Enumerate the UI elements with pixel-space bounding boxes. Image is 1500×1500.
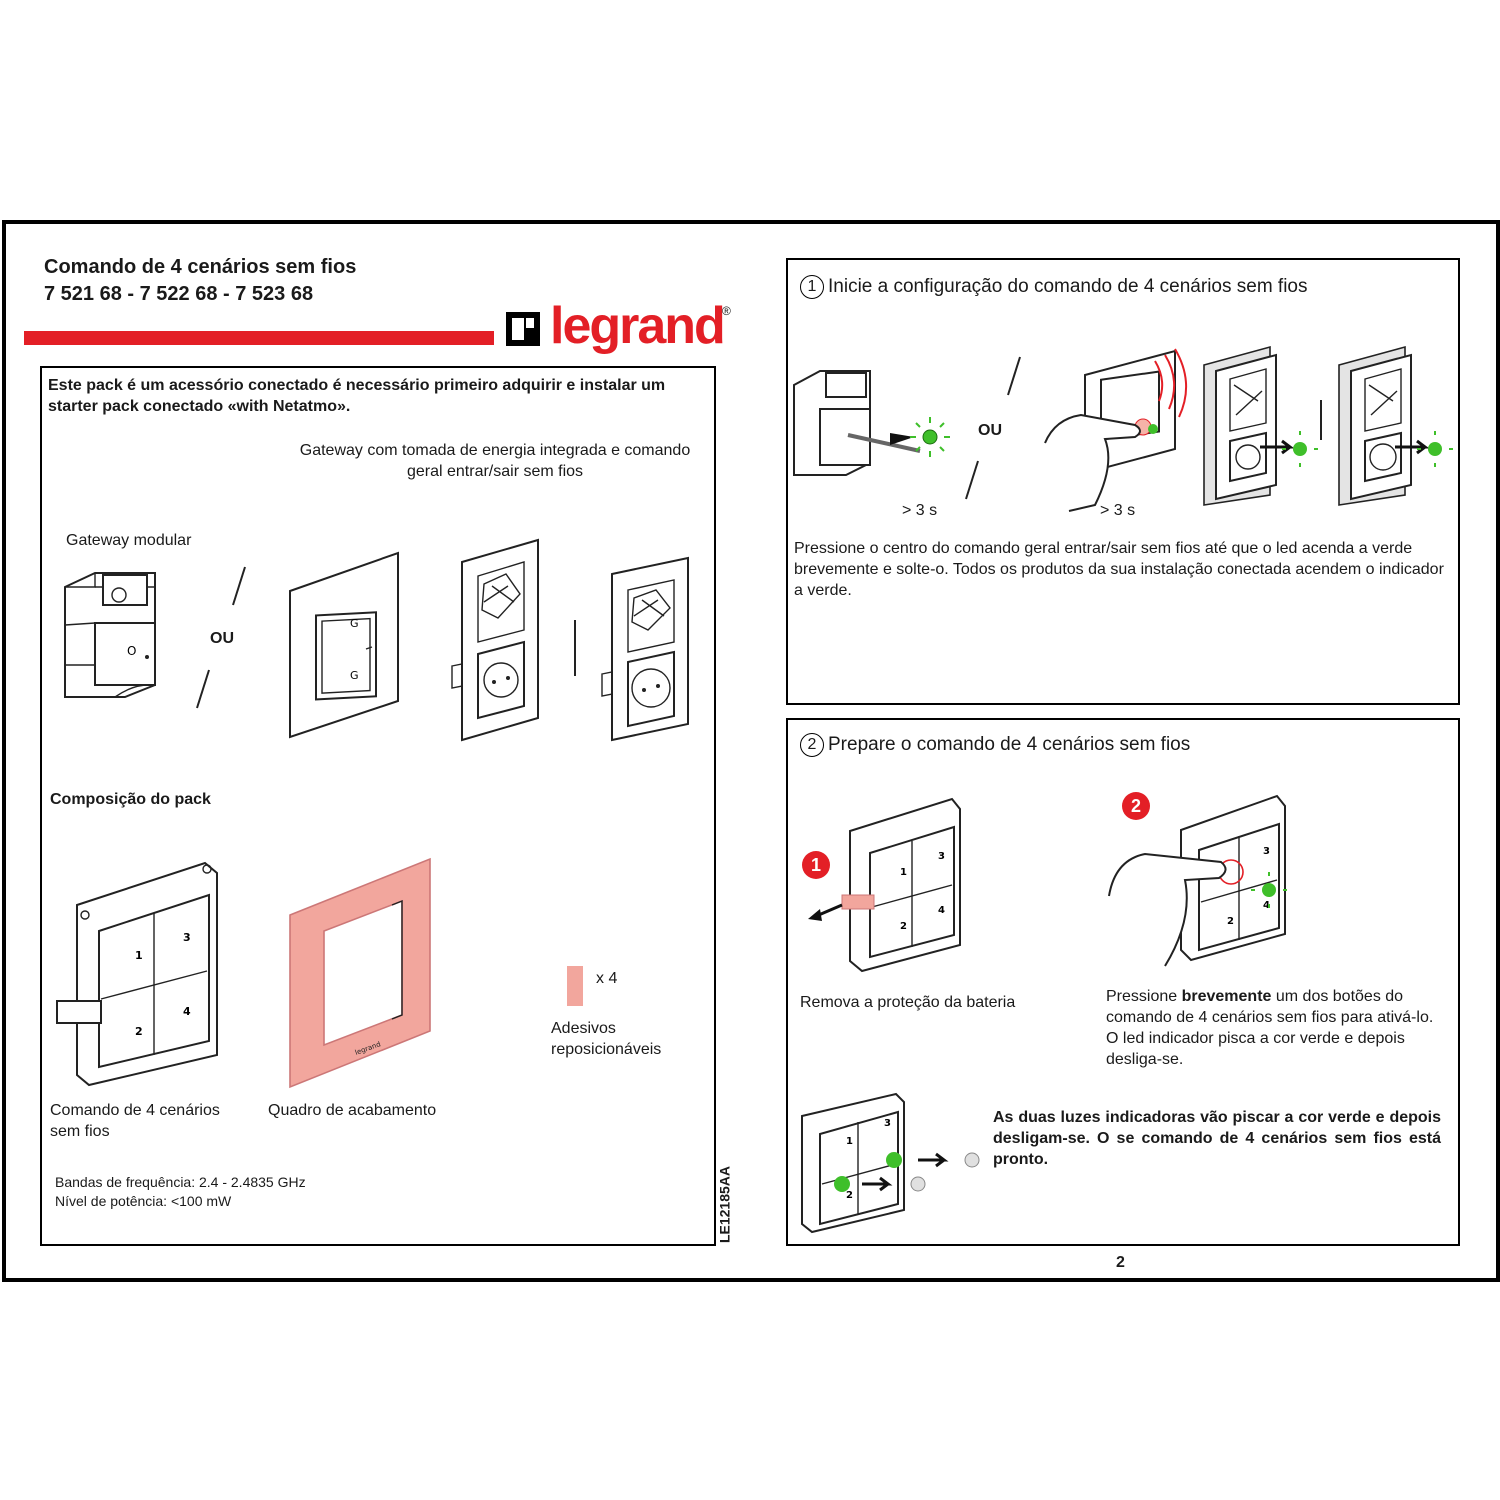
step1-or-slashes: [965, 356, 1021, 500]
gateway-modular-label: Gateway modular: [66, 532, 192, 549]
press-text-before: Pressione: [1106, 988, 1182, 1005]
step2-ready-illustration: 1 2 3: [801, 1092, 980, 1234]
svg-text:1: 1: [900, 867, 907, 878]
modular-gateway-illustration: O: [64, 572, 156, 698]
btn-num-1: 1: [135, 949, 143, 962]
step2-press-button-illustration: 3 4 2: [1108, 794, 1287, 967]
sticker-swatch: [567, 966, 583, 1006]
step2-badge-1: 1: [802, 851, 830, 879]
gateway-caption: Gateway com tomada de energia integrada …: [299, 442, 691, 480]
stickers-quantity: x 4: [596, 970, 618, 987]
step1-duration-1: > 3 s: [902, 502, 938, 519]
title-line-2: 7 521 68 - 7 522 68 - 7 523 68: [44, 283, 314, 305]
btn-num-4: 4: [183, 1005, 191, 1018]
brand-name: legrand: [550, 297, 726, 355]
power-level: Nível de potência: <100 mW: [55, 1193, 232, 1209]
step1-number: 1: [800, 275, 824, 299]
step1-hand-press-illustration: [1044, 348, 1188, 512]
or-label-left: OU: [210, 630, 234, 647]
step1-duration-2: > 3 s: [1100, 502, 1136, 519]
svg-text:4: 4: [1263, 900, 1270, 911]
step1-socket-gateway-2: [1338, 345, 1453, 506]
svg-text:3: 3: [1263, 846, 1270, 857]
step1-panel: [786, 258, 1460, 705]
step1-instructions: Pressione o centro do comando geral entr…: [794, 540, 1444, 599]
press-text-after: um dos botões do comando de 4 cenários s…: [1106, 988, 1434, 1068]
step1-title-text: Inicie a configuração do comando de 4 ce…: [828, 276, 1308, 298]
finishing-frame-illustration: legrand: [289, 857, 431, 1089]
step2-press-text: Pressione brevemente um dos botões do co…: [1106, 986, 1446, 1070]
divider-line: [574, 620, 576, 676]
step2-panel: [786, 718, 1460, 1246]
registered-mark: ®: [722, 304, 731, 318]
document-title: Comando de 4 cenários sem fios 7 521 68 …: [44, 254, 356, 308]
btn-num-3: 3: [183, 931, 191, 944]
step2-title-text: Prepare o comando de 4 cenários sem fios: [828, 734, 1191, 756]
svg-text:G: G: [350, 617, 359, 630]
legrand-logo-mark: [506, 312, 540, 346]
sheet-border: [2, 220, 1500, 1282]
intro-text: Este pack é um acessório conectado é nec…: [48, 377, 666, 415]
document-code: LE12185AA: [716, 1165, 733, 1244]
four-scene-command-illustration: 1 2 3 4: [56, 861, 218, 1087]
svg-text:3: 3: [884, 1118, 891, 1129]
step1-or-label: OU: [978, 422, 1002, 439]
gateway-socket-de-illustration: [601, 556, 689, 742]
red-bar: [24, 331, 494, 345]
or-divider-slashes: [196, 566, 246, 709]
item-frame-label: Quadro de acabamento: [268, 1102, 437, 1119]
step1-divider-line: [1320, 400, 1322, 440]
composition-title: Composição do pack: [50, 791, 211, 808]
step1-socket-gateway-1: [1203, 345, 1318, 506]
frequency-bands: Bandas de frequência: 2.4 - 2.4835 GHz: [55, 1174, 306, 1190]
gateway-socket-fr-illustration: [451, 538, 539, 742]
left-panel: [40, 366, 716, 1246]
svg-text:2: 2: [900, 921, 907, 932]
title-line-1: Comando de 4 cenários sem fios: [44, 256, 357, 278]
press-text-bold: brevemente: [1181, 988, 1272, 1005]
step2-ready-text: As duas luzes indicadoras vão piscar a c…: [993, 1109, 1441, 1168]
svg-text:4: 4: [938, 905, 945, 916]
step2-number: 2: [800, 733, 824, 757]
step2-remove-tab-illustration: 1 2 3 4: [808, 797, 961, 973]
svg-text:G: G: [350, 669, 359, 682]
btn-num-2: 2: [135, 1025, 143, 1038]
step1-gateway-pin-illustration: [793, 370, 950, 476]
svg-text:O: O: [127, 644, 136, 658]
svg-text:1: 1: [846, 1136, 853, 1147]
svg-text:2: 2: [1227, 916, 1234, 927]
legrand-logo: legrand ®: [502, 297, 738, 360]
item-command-label: Comando de 4 cenários sem fios: [50, 1102, 220, 1140]
step2-remove-text: Remova a proteção da bateria: [800, 994, 1016, 1011]
svg-text:2: 2: [846, 1190, 853, 1201]
page-number: 2: [1116, 1254, 1125, 1271]
wireless-command-illustration: G G: [289, 551, 399, 739]
stickers-label: Adesivos reposicionáveis: [551, 1020, 662, 1058]
svg-text:3: 3: [938, 851, 945, 862]
step2-badge-2: 2: [1122, 792, 1150, 820]
